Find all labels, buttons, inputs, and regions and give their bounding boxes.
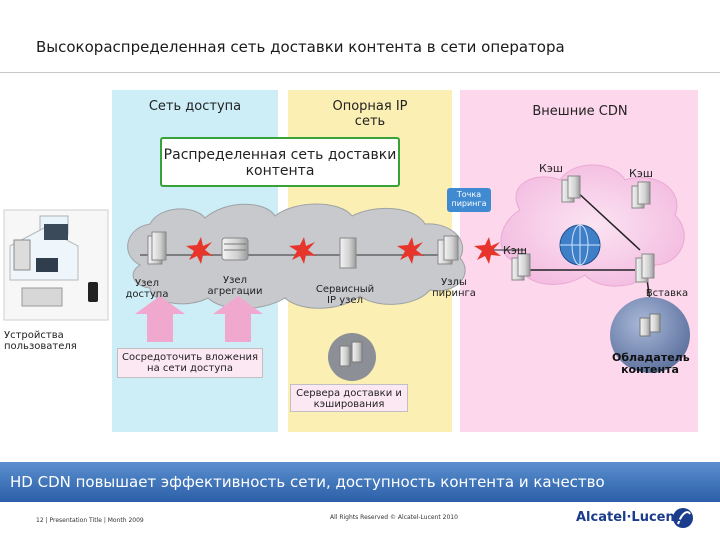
cache-label-1: Кэш [539,162,563,175]
aggregation-node-label: Узел агрегации [207,275,263,297]
delivery-servers-callout: Сервера доставки и кэширования [290,384,408,412]
up-arrow-1 [135,296,185,342]
peering-nodes-label: Узлы пиринга [432,277,476,299]
cache-server-3 [511,253,531,281]
starburst-icon-1 [186,237,213,264]
delivery-servers-cluster [328,333,376,381]
access-investment-callout: Сосредоточить вложения на сети доступа [117,348,263,378]
internet-globe-icon [559,224,601,266]
starburst-icon-3 [397,237,424,264]
user-devices-label: Устройства пользователя [4,330,77,352]
starburst-icon-2 [289,237,316,264]
content-owner-icon [610,297,690,373]
access-network-label: Сеть доступа [148,99,242,114]
distributed-cdn-box: Распределенная сеть доставки контента [160,137,400,187]
core-network-label: Опорная IP сеть [332,99,408,129]
starburst-icon-4 [474,237,501,264]
peering-point-callout: Точка пиринга [447,188,491,212]
cache-server-1 [561,175,581,203]
cache-server-2 [631,181,651,209]
cache-label-2: Кэш [629,167,653,180]
cache-label-3: Кэш [503,244,527,257]
service-node-server [339,237,357,269]
insertion-label: Вставка [645,288,689,299]
access-node-server [147,231,167,265]
page-title: Высокораспределенная сеть доставки конте… [36,38,565,56]
aggregation-node-server [221,237,249,261]
footer-left-text: 12 | Presentation Title | Month 2009 [36,517,144,524]
alcatel-lucent-logo-icon [673,508,693,528]
content-owner-label: Обладатель контента [612,351,690,376]
external-cdn-label: Внешние CDN [532,104,628,119]
service-node-label: Сервисный IP узел [315,284,375,306]
footer-copyright: All Rights Reserved © Alcatel-Lucent 201… [330,514,458,521]
peering-node-server [437,235,459,265]
brand-name: Alcatel·Lucent [576,510,681,525]
user-devices-panel [3,209,109,321]
access-node-label: Узел доступа [125,278,169,300]
up-arrow-2 [213,296,263,342]
title-divider [0,72,720,73]
summary-banner: HD CDN повышает эффективность сети, дост… [0,462,720,502]
insertion-server [635,253,655,283]
